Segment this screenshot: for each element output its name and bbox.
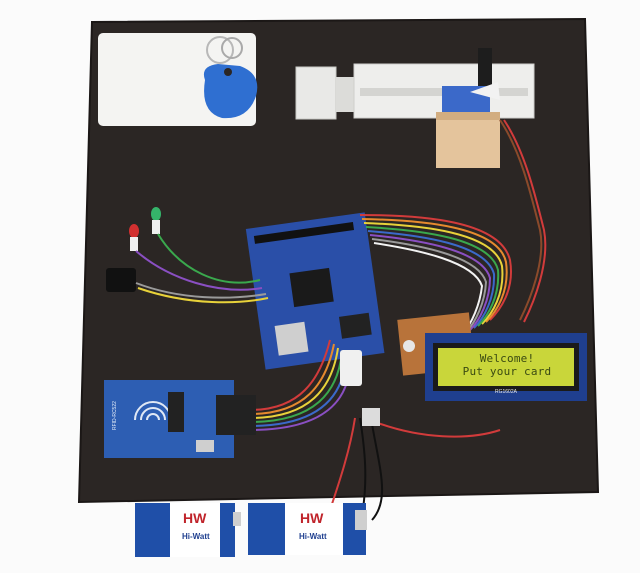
wood-block — [436, 112, 500, 168]
lcd-screen — [438, 348, 574, 386]
led-wires — [135, 233, 269, 304]
lcd-module — [425, 333, 587, 401]
battery-right — [248, 503, 367, 555]
battery-name-right: Hi-Watt — [299, 532, 327, 541]
arduino-board — [245, 212, 385, 370]
led-red — [129, 224, 139, 251]
dc-jack-connector — [340, 350, 362, 386]
rfid-reader — [104, 380, 256, 458]
buzzer — [106, 268, 136, 292]
lcd-line-1: Welcome! — [479, 352, 535, 365]
battery-name-left: Hi-Watt — [182, 532, 210, 541]
wire-connector — [362, 408, 380, 426]
battery-brand-left: HW — [183, 510, 207, 526]
lcd-part-number: RG1602A — [495, 389, 517, 395]
battery-left — [135, 503, 241, 557]
led-green — [151, 207, 161, 234]
servo-wires — [499, 119, 547, 323]
rfid-keyfob — [203, 64, 258, 119]
lcd-text: Welcome! Put your card — [441, 352, 573, 382]
rfid-module-label: RFID-RC522 — [112, 401, 118, 430]
ribbon-wires — [359, 214, 512, 335]
lcd-line-2: Put your card — [462, 365, 552, 378]
battery-brand-right: HW — [300, 510, 324, 526]
key-ring — [206, 36, 234, 64]
door-latch-plate — [295, 66, 337, 120]
